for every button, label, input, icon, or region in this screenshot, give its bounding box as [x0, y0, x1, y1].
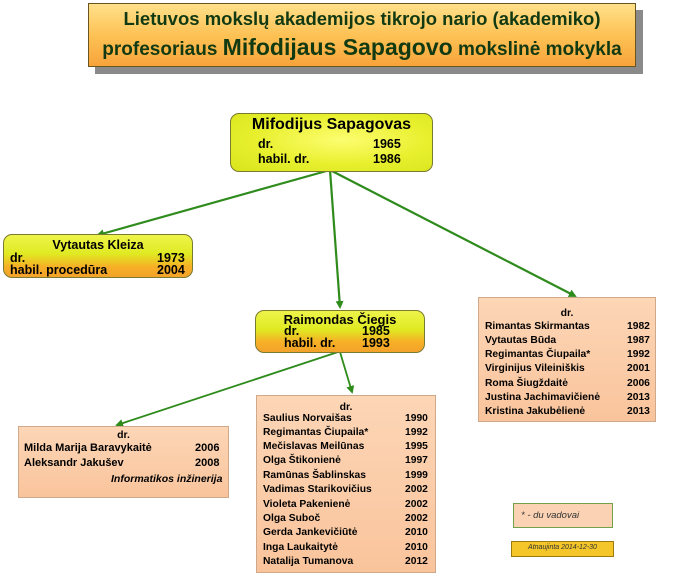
student-year: 1992: [627, 349, 650, 360]
student-year: 2008: [195, 457, 220, 469]
updated-badge: Atnaujinta 2014-12-30: [511, 541, 614, 557]
student-name: Virginijus Vileiniškis: [485, 363, 585, 374]
student-name: Olga Štikonienė: [263, 455, 341, 466]
degree-label: dr.: [258, 137, 274, 151]
student-name: Regimantas Čiupaila*: [263, 427, 369, 438]
ciegis-person-box: Raimondas Čiegis dr. 1985 habil. dr. 199…: [255, 310, 425, 353]
student-name: Mečislavas Meilūnas: [263, 441, 365, 452]
person-name: Mifodijus Sapagovas: [251, 116, 412, 133]
person-name: Vytautas Kleiza: [52, 238, 144, 252]
student-year: 2002: [405, 484, 428, 495]
kleiza-person-box: Vytautas Kleiza dr. 1973 habil. procedūr…: [3, 234, 193, 278]
student-name: Roma Šiugždaitė: [485, 378, 568, 389]
student-year: 1990: [405, 413, 428, 424]
informatics-students-list: dr. Milda Marija Baravykaitė 2006 Aleksa…: [18, 426, 229, 498]
student-name: Regimantas Čiupaila*: [485, 349, 591, 360]
student-name: Vytautas Būda: [485, 335, 557, 346]
field-note: Informatikos inžinerija: [111, 473, 223, 485]
student-name: Vadimas Starikovičius: [263, 484, 372, 495]
student-year: 1987: [627, 335, 650, 346]
student-name: Ramūnas Šablinskas: [263, 470, 367, 481]
student-year: 2006: [627, 378, 650, 389]
degree-year: 1985: [362, 324, 390, 338]
degree-label: dr.: [284, 324, 300, 338]
student-year: 2001: [627, 363, 650, 374]
list-header: dr.: [560, 307, 574, 319]
student-name: Aleksandr Jakušev: [24, 457, 124, 469]
sapagovas-students-list: dr. Rimantas Skirmantas 1982 Vytautas Bū…: [478, 297, 656, 422]
root-person-box: Mifodijus Sapagovas dr. 1965 habil. dr. …: [230, 113, 433, 172]
student-name: Saulius Norvaišas: [263, 413, 352, 424]
title-name: Mifodijaus Sapagovo: [222, 34, 453, 60]
student-year: 2012: [405, 556, 428, 567]
degree-label: habil. dr.: [284, 336, 336, 350]
student-name: Natalija Tumanova: [263, 556, 354, 567]
ciegis-students-list: dr. Saulius Norvaišas 1990 Regimantas Či…: [256, 395, 436, 573]
student-name: Milda Marija Baravykaitė: [24, 442, 152, 454]
two-supervisors-note: * - du vadovai: [513, 503, 613, 528]
student-year: 2002: [405, 513, 428, 524]
student-year: 1999: [405, 470, 428, 481]
note-text: * - du vadovai: [521, 510, 580, 521]
degree-label: habil. dr.: [258, 152, 310, 166]
arrow-root-to-right-list: [329, 169, 577, 297]
degree-label: habil. procedūra: [10, 263, 108, 277]
student-name: Inga Laukaitytė: [263, 542, 338, 553]
title-prefix: profesoriaus: [102, 39, 218, 60]
student-name: Violeta Pakenienė: [263, 499, 351, 510]
person-name: Raimondas Čiegis: [283, 312, 397, 327]
list-header: dr.: [339, 401, 353, 413]
title-line-2: profesoriaus Mifodijaus Sapagovo mokslin…: [89, 34, 635, 61]
student-year: 1982: [627, 321, 650, 332]
arrow-ciegis-to-left-list: [115, 351, 339, 427]
student-name: Olga Suboč: [263, 513, 321, 524]
degree-year: 1973: [157, 251, 185, 265]
student-year: 2010: [405, 527, 428, 538]
student-year: 1995: [405, 441, 428, 452]
student-name: Rimantas Skirmantas: [485, 321, 590, 332]
student-year: 1992: [405, 427, 428, 438]
updated-text: Atnaujinta 2014-12-30: [528, 544, 597, 551]
degree-year: 2004: [157, 263, 185, 277]
student-name: Gerda Jankevičiūtė: [263, 527, 358, 538]
arrow-ciegis-to-mid-list: [339, 351, 355, 394]
student-year: 2002: [405, 499, 428, 510]
student-year: 2013: [627, 406, 650, 417]
student-name: Kristina Jakubėlienė: [485, 406, 586, 417]
title-banner: Lietuvos mokslų akademijos tikrojo nario…: [88, 3, 636, 67]
arrow-root-to-ciegis: [328, 169, 344, 309]
student-name: Justina Jachimavičienė: [485, 392, 601, 403]
degree-year: 1986: [373, 152, 401, 166]
student-year: 2013: [627, 392, 650, 403]
list-header: dr.: [117, 429, 130, 441]
degree-year: 1993: [362, 336, 390, 350]
arrow-root-to-kleiza: [96, 168, 331, 238]
degree-label: dr.: [10, 251, 26, 265]
student-year: 2010: [405, 542, 428, 553]
student-year: 1997: [405, 455, 428, 466]
title-suffix: mokslinė mokykla: [457, 39, 622, 60]
degree-year: 1965: [373, 137, 401, 151]
student-year: 2006: [195, 442, 220, 454]
title-line-1: Lietuvos mokslų akademijos tikrojo nario…: [123, 8, 601, 29]
